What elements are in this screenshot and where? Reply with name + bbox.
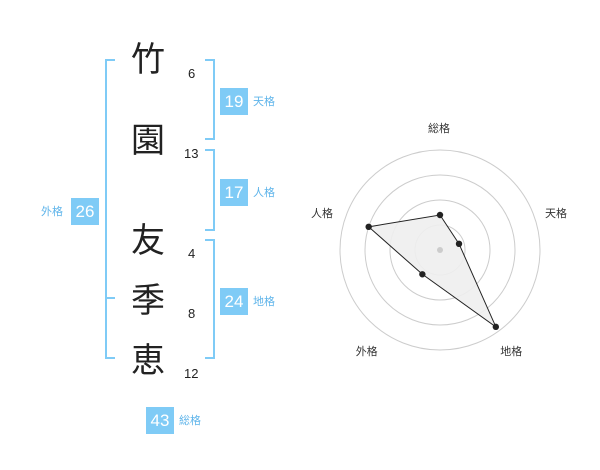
name-char-4: 季 [131, 281, 165, 321]
jinkaku-badge: 17 [220, 179, 248, 206]
stroke-count-1: 6 [188, 66, 196, 81]
radar-ring [364, 174, 516, 326]
tenkaku-badge: 19 [220, 88, 248, 115]
name-char-2: 園 [131, 121, 165, 161]
gaikaku-label: 外格 [41, 205, 63, 218]
name-char-5: 恵 [131, 341, 165, 381]
tenkaku-label: 天格 [253, 95, 275, 108]
soukaku-badge: 43 [146, 407, 174, 434]
radar-ring [339, 149, 541, 351]
stroke-count-5: 12 [184, 366, 199, 381]
radar-point [419, 271, 426, 278]
radar-point [436, 211, 444, 219]
stroke-count-3: 4 [188, 246, 196, 261]
radar-axis-label: 人格 [311, 206, 334, 220]
radar-axis-label: 外格 [355, 344, 378, 358]
radar-axis-label: 総格 [428, 122, 450, 135]
radar-point [492, 323, 500, 331]
gaikaku-badge: 26 [71, 198, 99, 225]
stroke-count-4: 8 [188, 306, 196, 321]
name-char-1: 竹 [131, 40, 165, 80]
radar-polygon [367, 214, 498, 329]
chikaku-label: 地格 [253, 295, 275, 308]
name-char-3: 友 [131, 221, 165, 261]
stroke-count-2: 13 [184, 146, 199, 161]
jinkaku-label: 人格 [253, 186, 275, 199]
radar-axis-label: 地格 [500, 344, 523, 358]
radar-ring [389, 199, 491, 301]
radar-point [455, 240, 463, 248]
radar-center [437, 247, 443, 253]
soukaku-label: 総格 [179, 414, 201, 427]
radar-point [365, 223, 372, 231]
radar-axis-label: 天格 [544, 206, 567, 220]
chikaku-badge: 24 [220, 288, 248, 315]
